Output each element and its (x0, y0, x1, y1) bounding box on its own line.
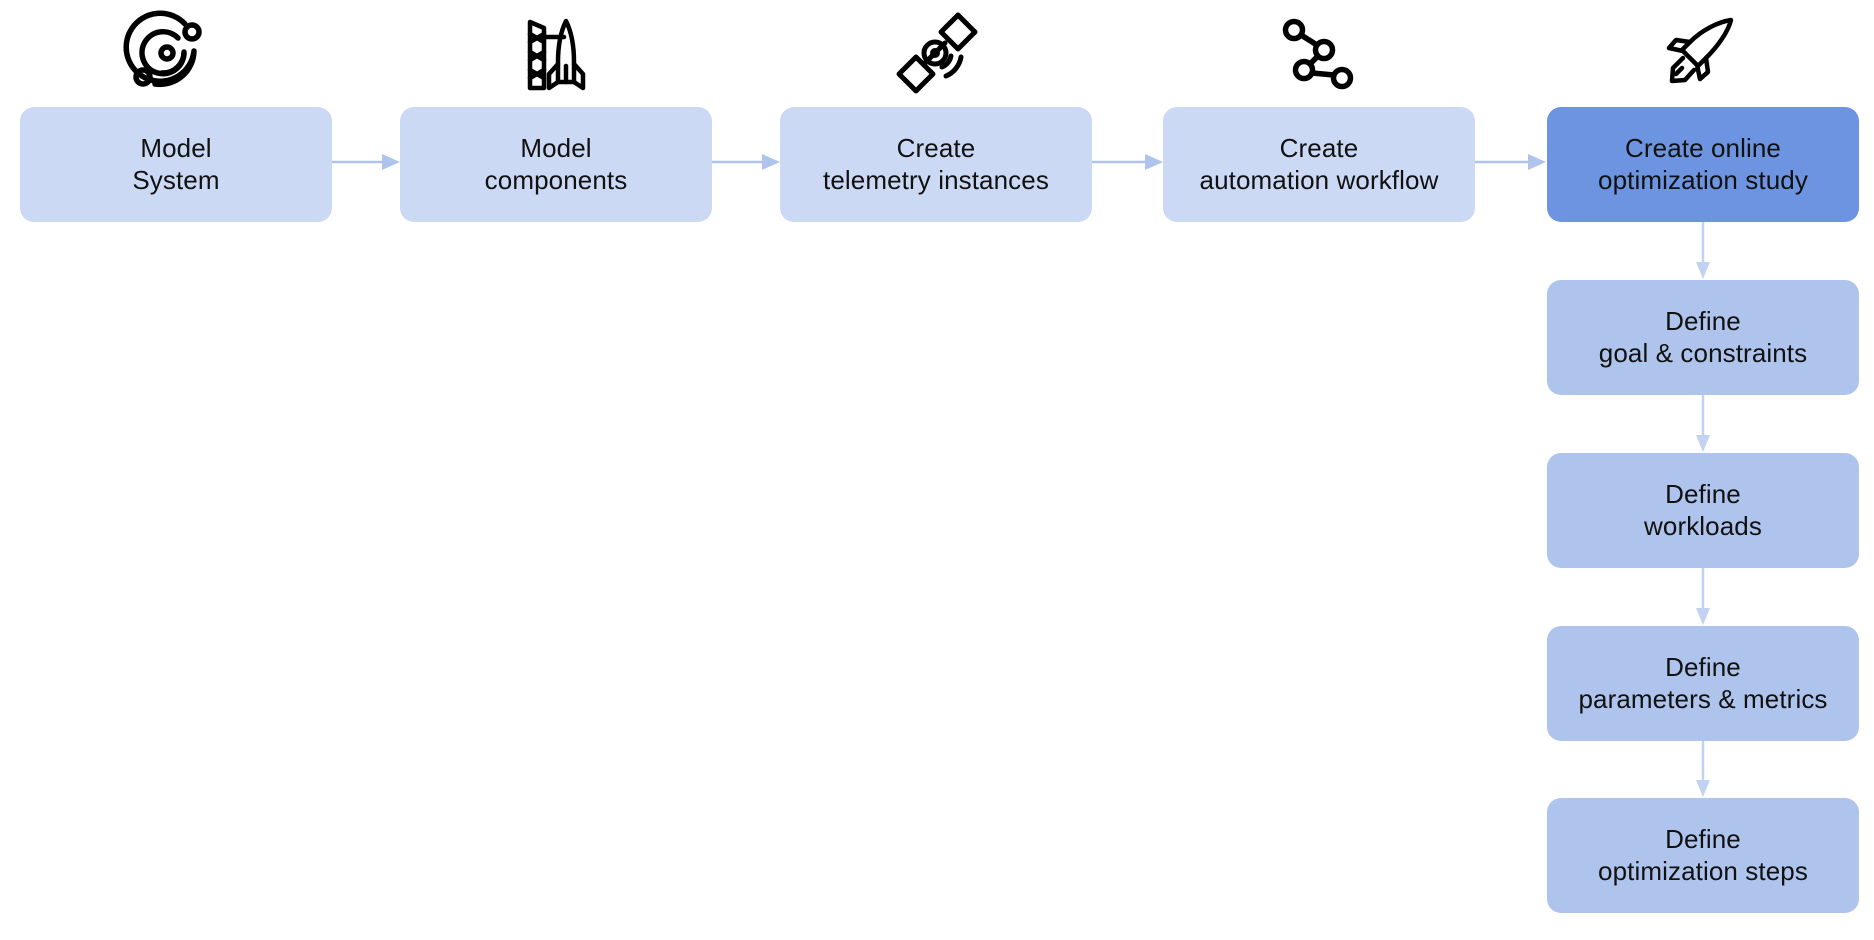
node-define-parameters-metrics[interactable]: Define parameters & metrics (1547, 626, 1859, 741)
rocket-launch-icon (1656, 8, 1746, 98)
workflow-nodes-icon (1272, 8, 1362, 98)
edge-define-goal-constraints-to-define-workloads (1691, 395, 1715, 453)
edge-model-system-to-model-components (332, 150, 402, 174)
satellite-icon (890, 8, 980, 98)
node-create-automation-workflow[interactable]: Create automation workflow (1163, 107, 1475, 222)
node-define-optimization-steps[interactable]: Define optimization steps (1547, 798, 1859, 913)
node-model-system[interactable]: Model System (20, 107, 332, 222)
edge-define-parameters-metrics-to-define-optimization-steps (1691, 741, 1715, 798)
orbit-system-icon (122, 8, 212, 98)
node-define-workloads[interactable]: Define workloads (1547, 453, 1859, 568)
node-model-components[interactable]: Model components (400, 107, 712, 222)
edge-model-components-to-create-telemetry-instances (712, 150, 782, 174)
edge-create-automation-workflow-to-create-online-optimization-study (1475, 150, 1548, 174)
node-define-goal-constraints[interactable]: Define goal & constraints (1547, 280, 1859, 395)
edge-define-workloads-to-define-parameters-metrics (1691, 568, 1715, 626)
rocket-gantry-icon (508, 8, 598, 98)
node-create-online-optimization-study[interactable]: Create online optimization study (1547, 107, 1859, 222)
edge-create-telemetry-instances-to-create-automation-workflow (1092, 150, 1165, 174)
edge-create-online-optimization-study-to-define-goal-constraints (1691, 222, 1715, 280)
node-create-telemetry-instances[interactable]: Create telemetry instances (780, 107, 1092, 222)
